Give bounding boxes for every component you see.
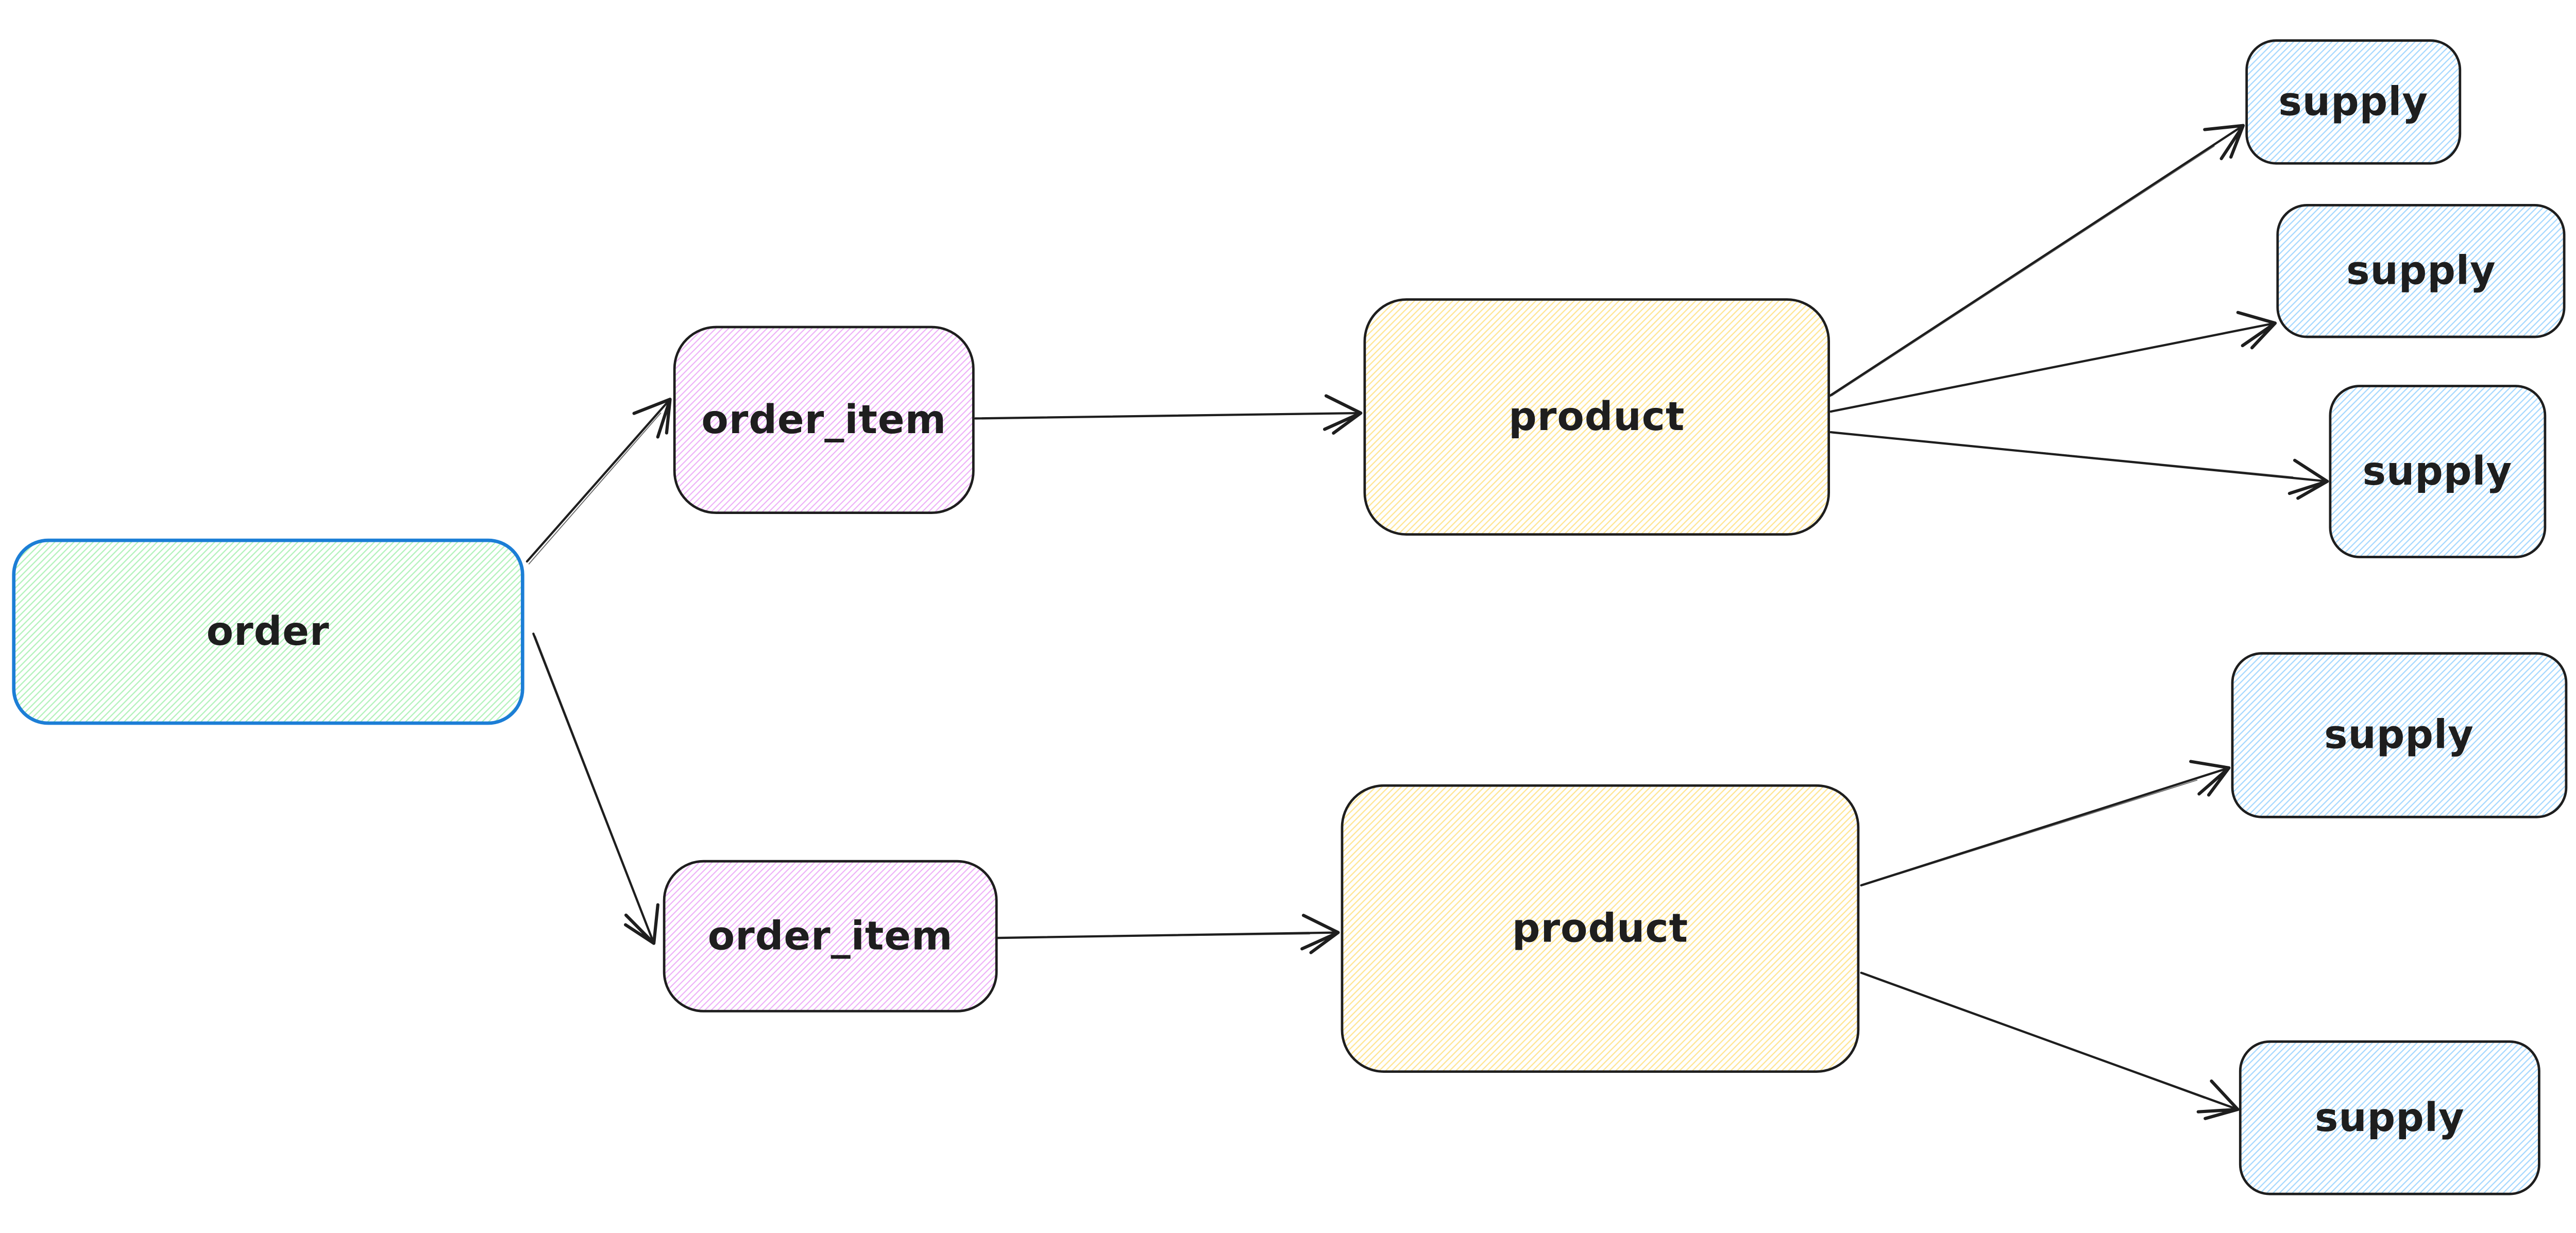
edges-layer <box>526 124 2329 1120</box>
edge-order-item-1-to-product-1[interactable] <box>974 394 1363 435</box>
node-supply-3-shape[interactable] <box>2329 385 2547 558</box>
edge-product-1-to-supply-3[interactable] <box>1829 431 2329 500</box>
node-supply-1[interactable]: supply <box>2245 39 2462 165</box>
node-product-2-shape[interactable] <box>1341 784 1860 1073</box>
node-order-item-1-shape[interactable] <box>673 326 975 515</box>
node-order-item-1[interactable]: order_item <box>673 326 975 515</box>
node-supply-3-label: supply <box>2363 449 2513 494</box>
node-supply-1-shape[interactable] <box>2245 39 2462 165</box>
node-supply-4[interactable]: supply <box>2231 652 2568 818</box>
node-order-item-1-label: order_item <box>701 397 946 443</box>
nodes-layer: order order_item order_item product prod… <box>12 39 2568 1195</box>
node-order-item-2[interactable]: order_item <box>663 860 998 1013</box>
node-supply-4-shape[interactable] <box>2231 652 2568 818</box>
edge-product-1-to-supply-1[interactable] <box>1828 124 2245 397</box>
edge-product-2-to-supply-4[interactable] <box>1860 760 2231 887</box>
node-supply-5[interactable]: supply <box>2239 1040 2540 1195</box>
edge-product-1-to-supply-2[interactable] <box>1829 311 2277 413</box>
node-supply-2[interactable]: supply <box>2276 203 2566 338</box>
node-order-shape[interactable] <box>12 538 524 725</box>
edge-order-to-order-item-2[interactable] <box>532 632 659 945</box>
node-product-1-label: product <box>1509 394 1685 440</box>
node-supply-3[interactable]: supply <box>2329 385 2547 558</box>
edge-order-to-order-item-1[interactable] <box>526 398 672 564</box>
node-supply-5-shape[interactable] <box>2239 1040 2540 1195</box>
node-order-label: order <box>207 609 330 655</box>
node-supply-5-label: supply <box>2315 1095 2465 1141</box>
edge-product-2-to-supply-5[interactable] <box>1860 971 2240 1120</box>
node-product-2-label: product <box>1512 905 1688 951</box>
node-order-item-2-shape[interactable] <box>663 860 998 1013</box>
node-supply-2-shape[interactable] <box>2276 203 2566 338</box>
node-product-1[interactable]: product <box>1363 298 1831 536</box>
node-product-2[interactable]: product <box>1341 784 1860 1073</box>
node-supply-2-label: supply <box>2346 248 2496 294</box>
edge-order-item-2-to-product-2[interactable] <box>996 914 1340 954</box>
node-order[interactable]: order <box>12 538 524 725</box>
node-supply-4-label: supply <box>2324 712 2474 758</box>
node-product-1-shape[interactable] <box>1363 298 1831 536</box>
node-order-item-2-label: order_item <box>708 914 953 960</box>
node-supply-1-label: supply <box>2278 79 2428 125</box>
